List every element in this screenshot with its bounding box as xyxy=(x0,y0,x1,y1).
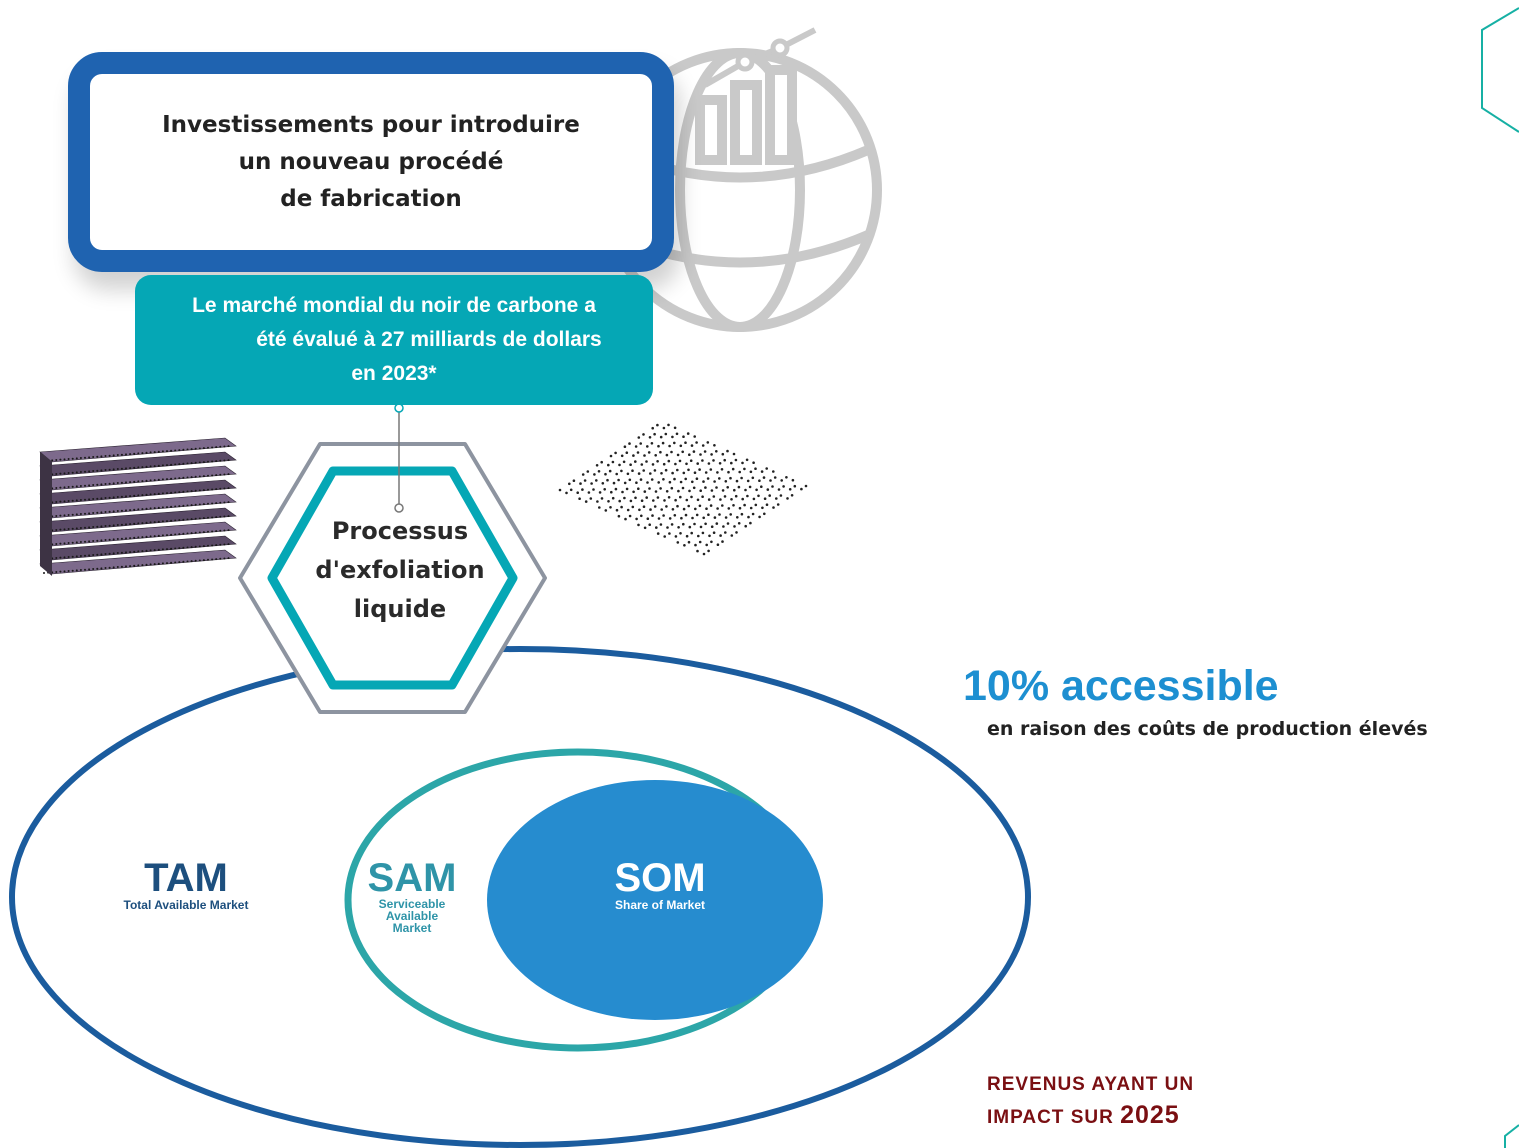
sam-line-3: Market xyxy=(392,921,432,935)
sam-label: SAM Serviceable Available Market xyxy=(362,858,462,934)
sam-line-1: Serviceable xyxy=(378,897,446,911)
connector-bottom-dot xyxy=(394,503,404,513)
revenue-line-1: REVENUS AYANT UN xyxy=(987,1074,1195,1095)
investment-line-1: Investissements pour introduire xyxy=(162,111,580,138)
market-line-1: Le marché mondial du noir de carbone a xyxy=(192,294,596,317)
globe-chart-icon xyxy=(598,27,882,332)
market-line-3: en 2023* xyxy=(351,362,437,385)
graphene-sheet-illustration xyxy=(558,423,808,556)
process-line-3: liquide xyxy=(353,595,447,623)
connector-top-dot xyxy=(394,403,404,413)
process-label: Processus d'exfoliation liquide xyxy=(300,512,500,629)
sam-line-2: Available xyxy=(385,909,439,923)
investment-box: Investissements pour introduire un nouve… xyxy=(68,52,674,272)
tam-full: Total Available Market xyxy=(123,898,249,912)
tam-ellipse xyxy=(9,646,1031,1148)
process-line-2: d'exfoliation xyxy=(315,556,485,584)
investment-line-2: un nouveau procédé xyxy=(238,148,504,175)
som-abbr: SOM xyxy=(614,856,706,900)
investment-text: Investissements pour introduire un nouve… xyxy=(162,107,580,218)
som-full: Share of Market xyxy=(614,898,706,912)
revenue-prefix: IMPACT SUR xyxy=(987,1107,1121,1128)
market-callout: Le marché mondial du noir de carbone a é… xyxy=(135,275,653,405)
tam-abbr: TAM xyxy=(144,856,228,900)
accessible-subtitle: en raison des coûts de production élevés xyxy=(987,718,1428,740)
accessible-headline: 10% accessible xyxy=(963,662,1279,710)
revenue-line-2: IMPACT SUR 2025 xyxy=(987,1100,1194,1133)
sam-abbr: SAM xyxy=(367,856,457,900)
inner-hexagon xyxy=(267,466,518,690)
revenue-note: REVENUS AYANT UN IMPACT SUR 2025 xyxy=(987,1070,1194,1133)
som-ellipse xyxy=(487,780,823,1020)
stacked-graphene-illustration xyxy=(39,437,237,576)
investment-line-3: de fabrication xyxy=(280,185,462,212)
process-line-1: Processus xyxy=(331,517,469,545)
tam-label: TAM Total Available Market xyxy=(86,858,286,912)
hexagon-decoration xyxy=(1481,7,1519,1148)
som-label: SOM Share of Market xyxy=(560,858,760,912)
revenue-year: 2025 xyxy=(1120,1101,1180,1129)
market-line-2: été évalué à 27 milliards de dollars xyxy=(256,328,602,351)
